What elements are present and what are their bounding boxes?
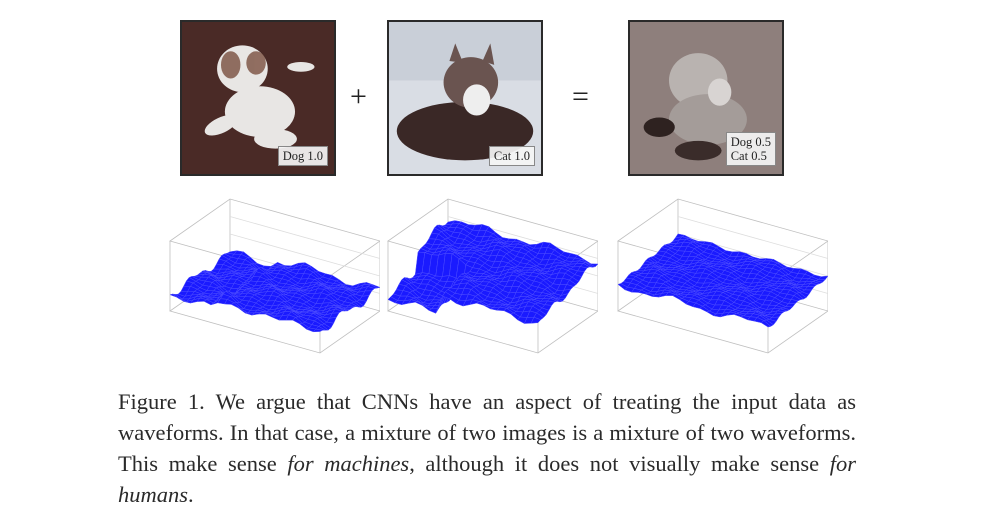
mixed-surface-svg bbox=[617, 198, 828, 354]
mixed-image: Dog 0.5 Cat 0.5 bbox=[628, 20, 784, 176]
cat-image-graphic bbox=[389, 22, 541, 174]
caption-italic-machines: for machines bbox=[287, 451, 410, 476]
caption-text-3: . bbox=[188, 482, 194, 507]
caption-text-2: , although it does not visually make sen… bbox=[409, 451, 830, 476]
equals-operator: = bbox=[572, 80, 589, 113]
mixed-label-dog: Dog 0.5 bbox=[730, 135, 771, 149]
cat-surface-svg bbox=[387, 198, 598, 354]
caption-italic-humans: for humans bbox=[118, 451, 856, 507]
dog-surface-svg bbox=[169, 198, 380, 354]
mixed-surface-mesh bbox=[617, 233, 828, 328]
dog-image-graphic bbox=[182, 22, 334, 174]
mixed-waveform-surface bbox=[598, 193, 828, 363]
mixed-label: Dog 0.5 Cat 0.5 bbox=[725, 132, 776, 166]
dog-surface-mesh bbox=[169, 250, 380, 333]
cat-label: Cat 1.0 bbox=[488, 146, 535, 166]
plus-operator: + bbox=[350, 80, 367, 113]
cat-image: Cat 1.0 bbox=[387, 20, 543, 176]
figure-caption: Figure 1. We argue that CNNs have an asp… bbox=[118, 386, 856, 510]
caption-text-1: Figure 1. We argue that CNNs have an asp… bbox=[118, 389, 856, 476]
dog-label: Dog 1.0 bbox=[277, 146, 328, 166]
dog-image: Dog 1.0 bbox=[180, 20, 336, 176]
mixed-label-cat: Cat 0.5 bbox=[730, 149, 767, 163]
cat-waveform-surface bbox=[368, 193, 598, 363]
cat-surface-mesh bbox=[387, 220, 598, 324]
dog-waveform-surface bbox=[150, 193, 380, 363]
